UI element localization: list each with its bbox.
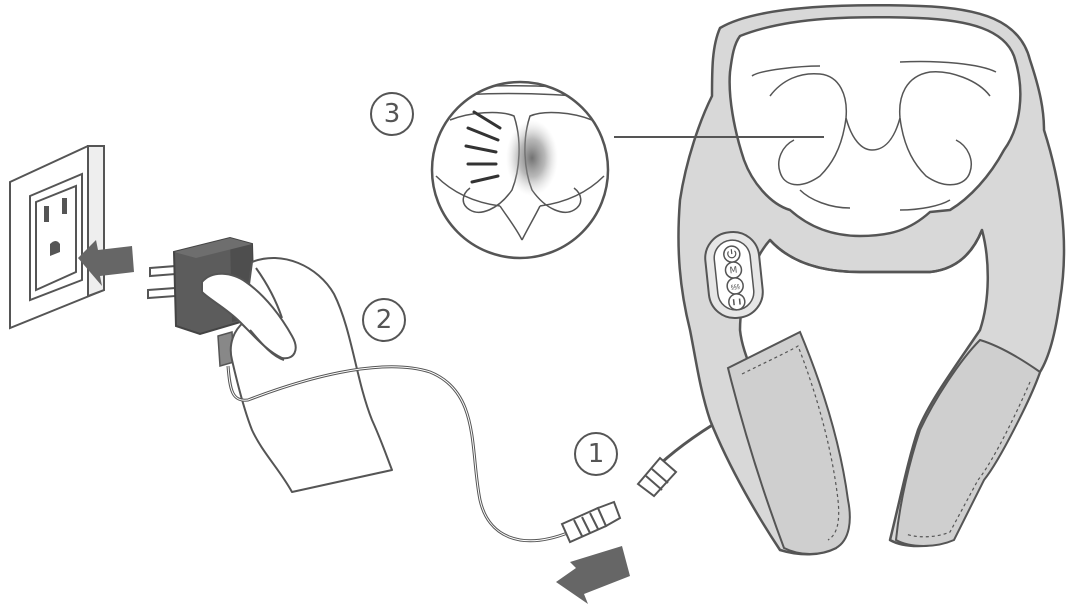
plug-in-arrow xyxy=(78,240,134,286)
wall-outlet xyxy=(9,145,105,330)
device-socket xyxy=(636,456,678,498)
adapter-prongs xyxy=(147,264,177,300)
hand xyxy=(201,257,393,493)
heat-glyph: §§§ xyxy=(730,283,740,291)
pause-icon xyxy=(728,293,746,311)
step-3-label: 3 xyxy=(370,92,414,136)
heat-glow xyxy=(506,120,558,196)
step-2-label: 2 xyxy=(362,298,406,342)
strap-right xyxy=(894,338,1042,547)
cord-plug xyxy=(560,500,622,544)
magnifier-circle xyxy=(430,80,610,260)
insert-arrow xyxy=(556,546,630,604)
mode-glyph: M xyxy=(729,266,738,277)
control-panel: M §§§ xyxy=(704,230,764,320)
step-1-label: 1 xyxy=(574,432,618,476)
heat-rays xyxy=(464,110,502,184)
strap-left xyxy=(726,330,851,555)
